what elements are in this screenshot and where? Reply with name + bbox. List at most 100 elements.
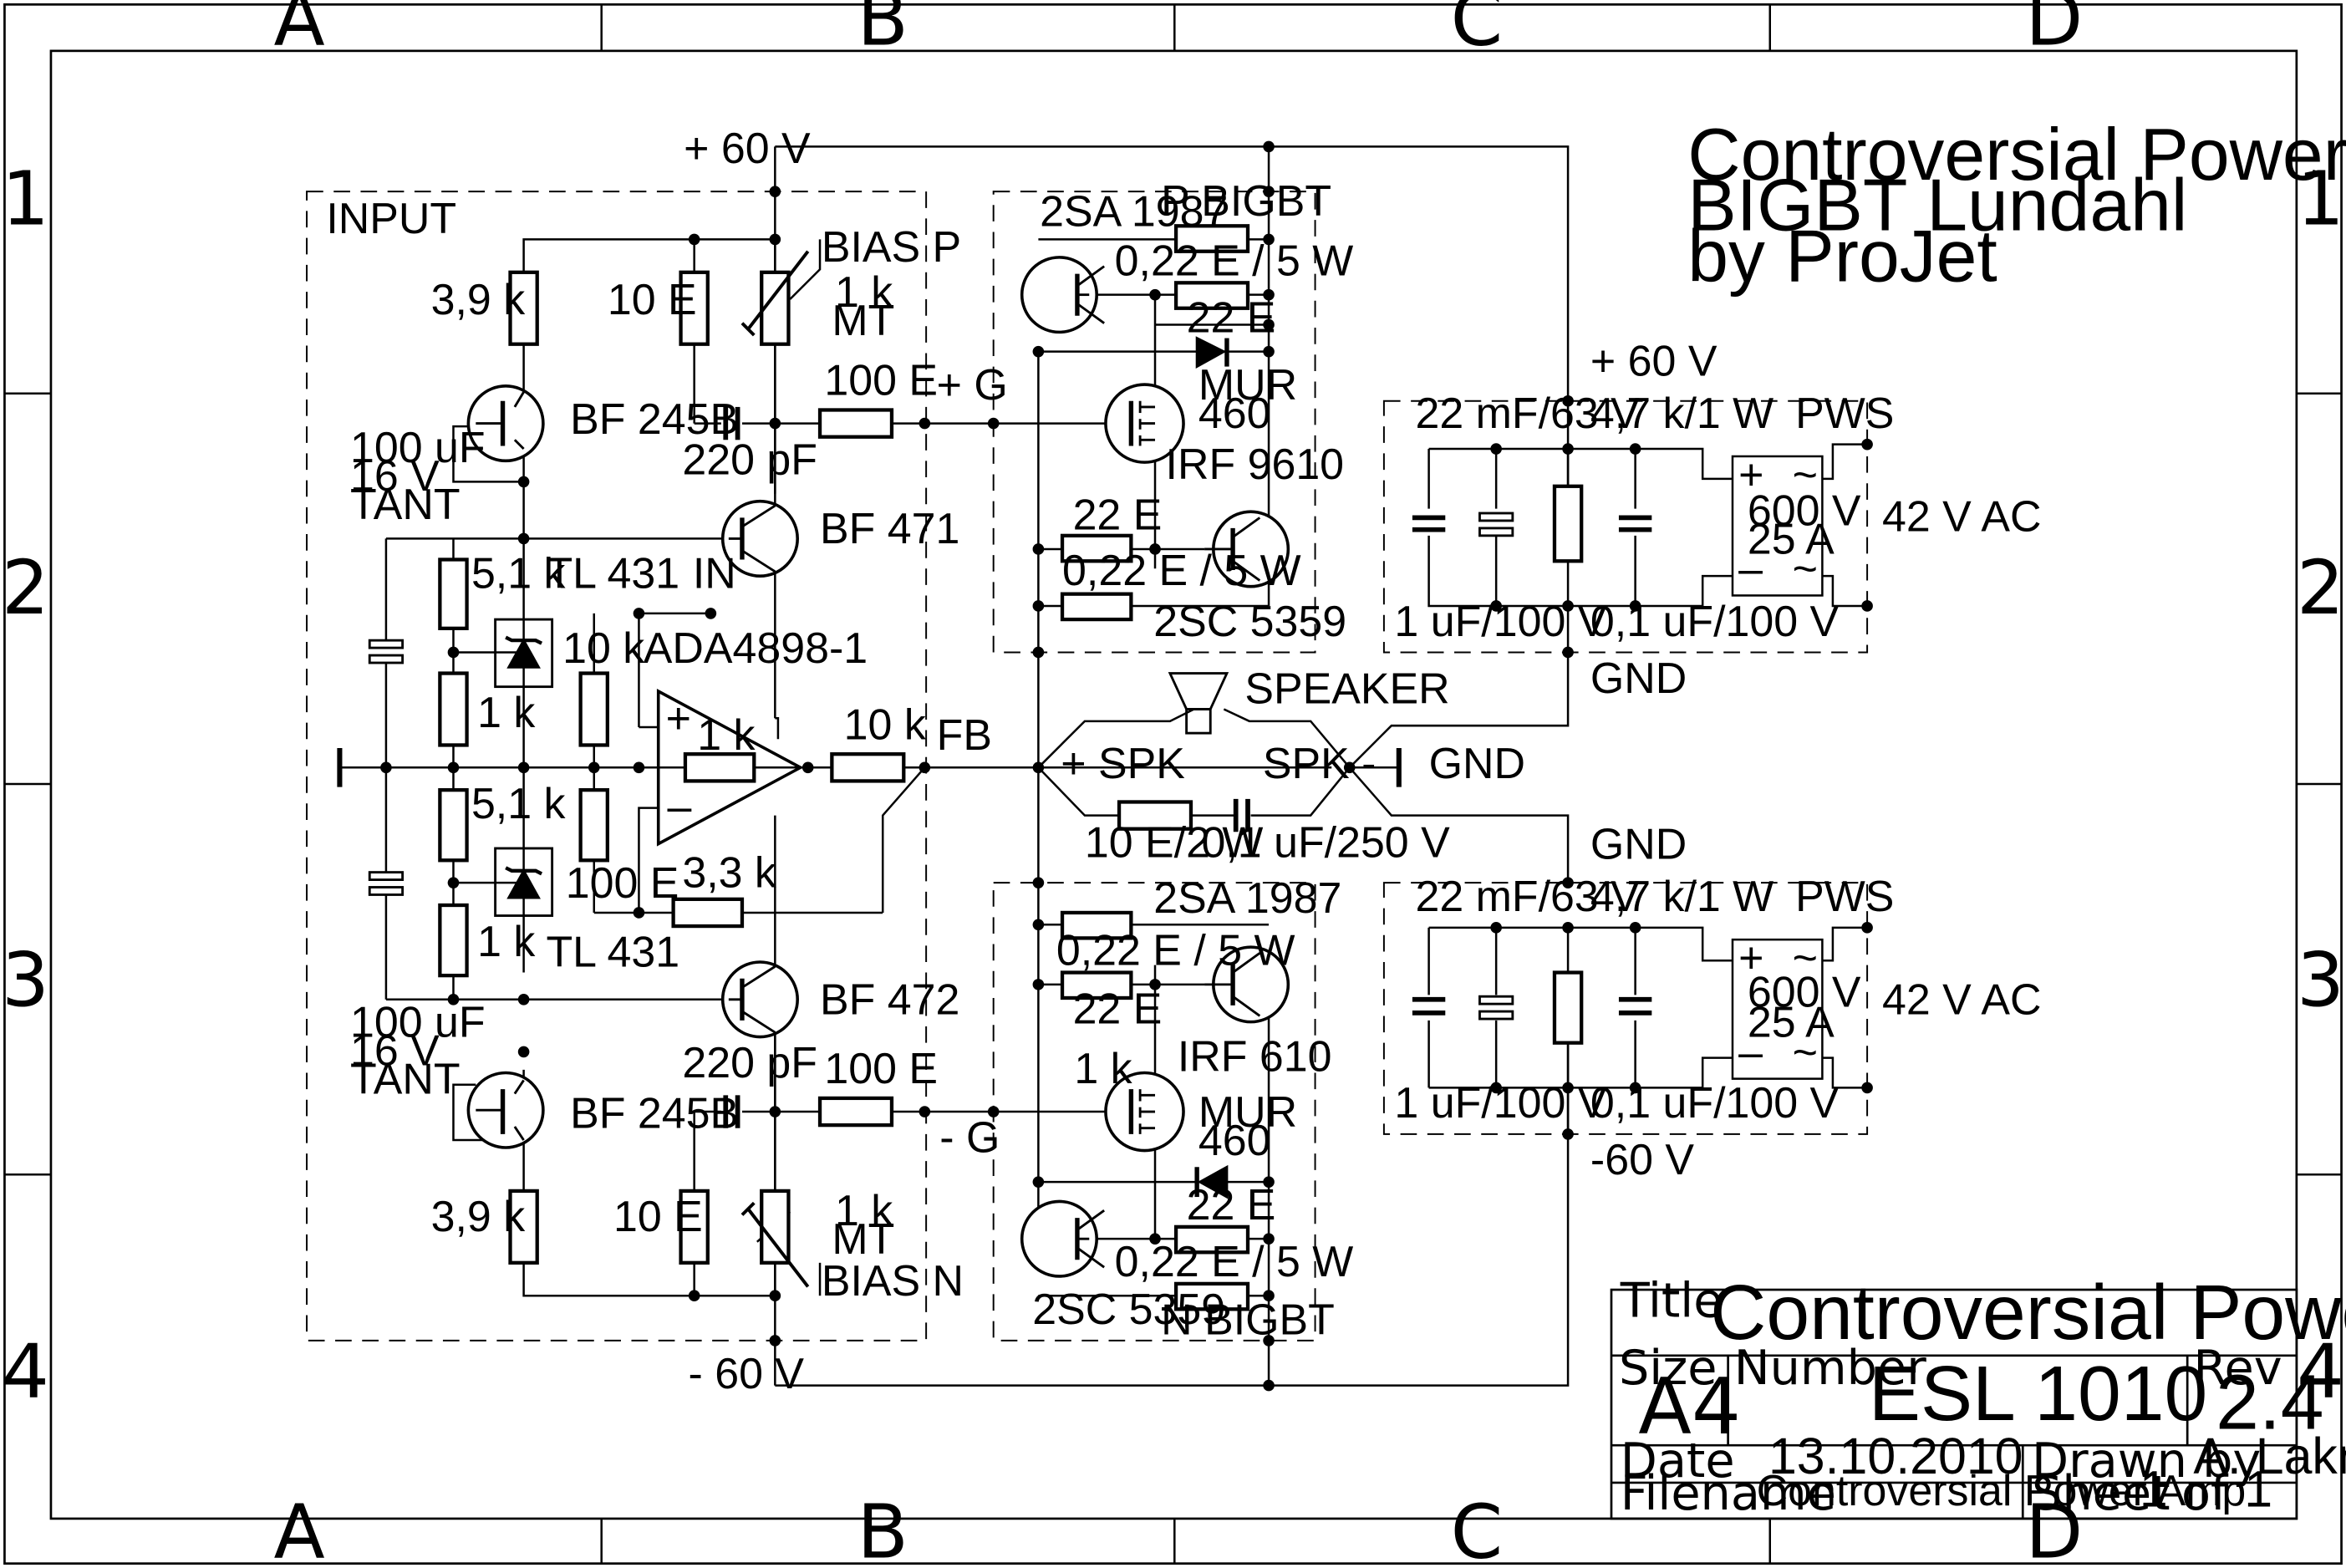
svg-text:+: + [1738, 451, 1763, 499]
svg-text:A: A [273, 0, 324, 64]
resistor-5-1k-bottom [438, 788, 469, 863]
svg-text:Sheet: Sheet [2032, 1465, 2170, 1521]
svg-text:SPEAKER: SPEAKER [1244, 664, 1449, 713]
svg-text:N BIGBT: N BIGBT [1161, 1296, 1335, 1345]
svg-text:INPUT: INPUT [326, 195, 456, 243]
svg-text:1 k: 1 k [477, 689, 536, 737]
svg-text:TANT: TANT [350, 481, 461, 529]
resistor-1k-bottom [438, 903, 469, 978]
svg-text:0,1 uF/100 V: 0,1 uF/100 V [1590, 1079, 1840, 1128]
svg-text:10 E: 10 E [613, 1193, 703, 1241]
svg-text:22 E: 22 E [1073, 985, 1163, 1033]
resistor-3-3k [671, 897, 745, 929]
svg-text:3: 3 [2, 937, 49, 1024]
svg-text:16 V: 16 V [350, 452, 440, 501]
svg-text:B: B [857, 1489, 908, 1568]
svg-text:GND: GND [1590, 821, 1687, 869]
svg-text:600 V: 600 V [1748, 969, 1861, 1017]
svg-text:–: – [667, 783, 691, 832]
psu-top-block [1382, 400, 1869, 654]
resistor-1k-top [438, 671, 469, 747]
svg-text:22 mF/63 V: 22 mF/63 V [1415, 873, 1640, 921]
heading-line3: by ProJet [1687, 216, 1997, 298]
resistor-10e-bottom [679, 1189, 710, 1265]
svg-text:22 E: 22 E [1187, 293, 1276, 342]
resistor-3-9k-bottom [508, 1189, 539, 1265]
svg-text:+: + [1738, 934, 1763, 983]
svg-text:of: of [2181, 1465, 2229, 1521]
svg-text:BF 472: BF 472 [820, 976, 959, 1025]
svg-text:MUR: MUR [1198, 1088, 1297, 1137]
svg-text:1: 1 [2297, 156, 2344, 243]
svg-text:Drawn by: Drawn by [2032, 1433, 2261, 1489]
svg-text:MUR: MUR [1198, 361, 1297, 410]
svg-text:IN: IN [693, 549, 736, 598]
resistor-10e-top [679, 270, 710, 346]
svg-text:3,3 k: 3,3 k [682, 849, 777, 898]
resistor-4-7k-top [1552, 484, 1584, 563]
svg-text:4: 4 [2, 1329, 49, 1416]
svg-text:0,22 E / 5 W: 0,22 E / 5 W [1062, 547, 1301, 595]
potentiometer-bias-n [760, 1189, 791, 1265]
heading-line1: Controversial Power Amp [1687, 114, 2346, 196]
resistor-3-9k-top [508, 270, 539, 346]
svg-text:2: 2 [2297, 545, 2344, 632]
svg-text:+ 60 V: + 60 V [684, 125, 811, 173]
svg-text:Date: Date [1621, 1433, 1735, 1489]
svg-text:2SC 5359: 2SC 5359 [1153, 598, 1346, 646]
resistor-0-22e-top [1173, 281, 1250, 310]
svg-text:~: ~ [1793, 934, 1818, 983]
svg-text:100 E: 100 E [824, 357, 938, 405]
svg-text:BIAS N: BIAS N [822, 1257, 964, 1306]
svg-text:460: 460 [1198, 1117, 1271, 1165]
svg-text:Rev: Rev [2193, 1340, 2282, 1396]
svg-text:–: – [1738, 1028, 1763, 1077]
svg-text:+ 60 V: + 60 V [1590, 337, 1718, 385]
svg-text:0,22 E / 5 W: 0,22 E / 5 W [1115, 237, 1354, 285]
svg-text:1 k: 1 k [1074, 1045, 1132, 1093]
rev-value: 2.4 [2216, 1359, 2323, 1446]
svg-text:BIAS P: BIAS P [822, 223, 961, 272]
svg-text:22 E: 22 E [1073, 491, 1163, 540]
svg-text:FB: FB [937, 711, 992, 760]
svg-text:~: ~ [1793, 545, 1818, 593]
svg-text:4,7 k/1 W: 4,7 k/1 W [1590, 389, 1773, 438]
svg-text:600 V: 600 V [1748, 486, 1861, 535]
svg-text:4,7 k/1 W: 4,7 k/1 W [1590, 873, 1773, 921]
svg-text:2SC 5359: 2SC 5359 [1032, 1285, 1225, 1334]
svg-text:Number: Number [1734, 1340, 1926, 1396]
svg-text:–: – [1738, 545, 1763, 593]
resistor-n-bigbt [1173, 1281, 1250, 1311]
svg-text:25 A: 25 A [1748, 999, 1835, 1047]
svg-text:C: C [1451, 1489, 1504, 1568]
psu-bottom-block [1382, 882, 1869, 1135]
resistor-22e-bottom [1060, 970, 1133, 1000]
component-labels: + 60 V - 60 V INPUT BIAS P BIAS N 3,9 k … [326, 125, 2041, 1398]
svg-text:2: 2 [2, 545, 49, 632]
svg-text:TANT: TANT [350, 1056, 461, 1104]
title-block-text: Title Controversial Power Amp Size A4 Nu… [1619, 1269, 2346, 1521]
svg-text:0,1 uF/100 V: 0,1 uF/100 V [1590, 598, 1840, 646]
svg-text:1 k: 1 k [477, 918, 536, 966]
svg-text:2SA 1987: 2SA 1987 [1040, 187, 1228, 236]
resistor-22e-top2 [1060, 533, 1133, 563]
svg-text:- 60 V: - 60 V [689, 1350, 805, 1398]
svg-text:4: 4 [2297, 1329, 2344, 1416]
svg-text:+ SPK: + SPK [1061, 740, 1185, 788]
svg-text:TL 431: TL 431 [546, 928, 679, 976]
svg-text:ADA4898-1: ADA4898-1 [644, 624, 868, 673]
svg-text:+: + [666, 695, 691, 743]
svg-text:10 E: 10 E [608, 276, 697, 324]
resistor-100e-bottom [817, 1096, 894, 1128]
svg-text:Filename: Filename [1621, 1465, 1836, 1521]
resistor-100e-fb [578, 788, 609, 863]
svg-text:460: 460 [1198, 389, 1271, 438]
svg-text:0,22 E / 5 W: 0,22 E / 5 W [1115, 1238, 1354, 1286]
resistor-zobel [1117, 800, 1193, 831]
svg-text:1 uF/100 V: 1 uF/100 V [1394, 598, 1606, 646]
svg-text:B: B [857, 0, 908, 64]
svg-text:5,1 k: 5,1 k [471, 780, 567, 828]
title-block [1610, 1288, 2298, 1520]
